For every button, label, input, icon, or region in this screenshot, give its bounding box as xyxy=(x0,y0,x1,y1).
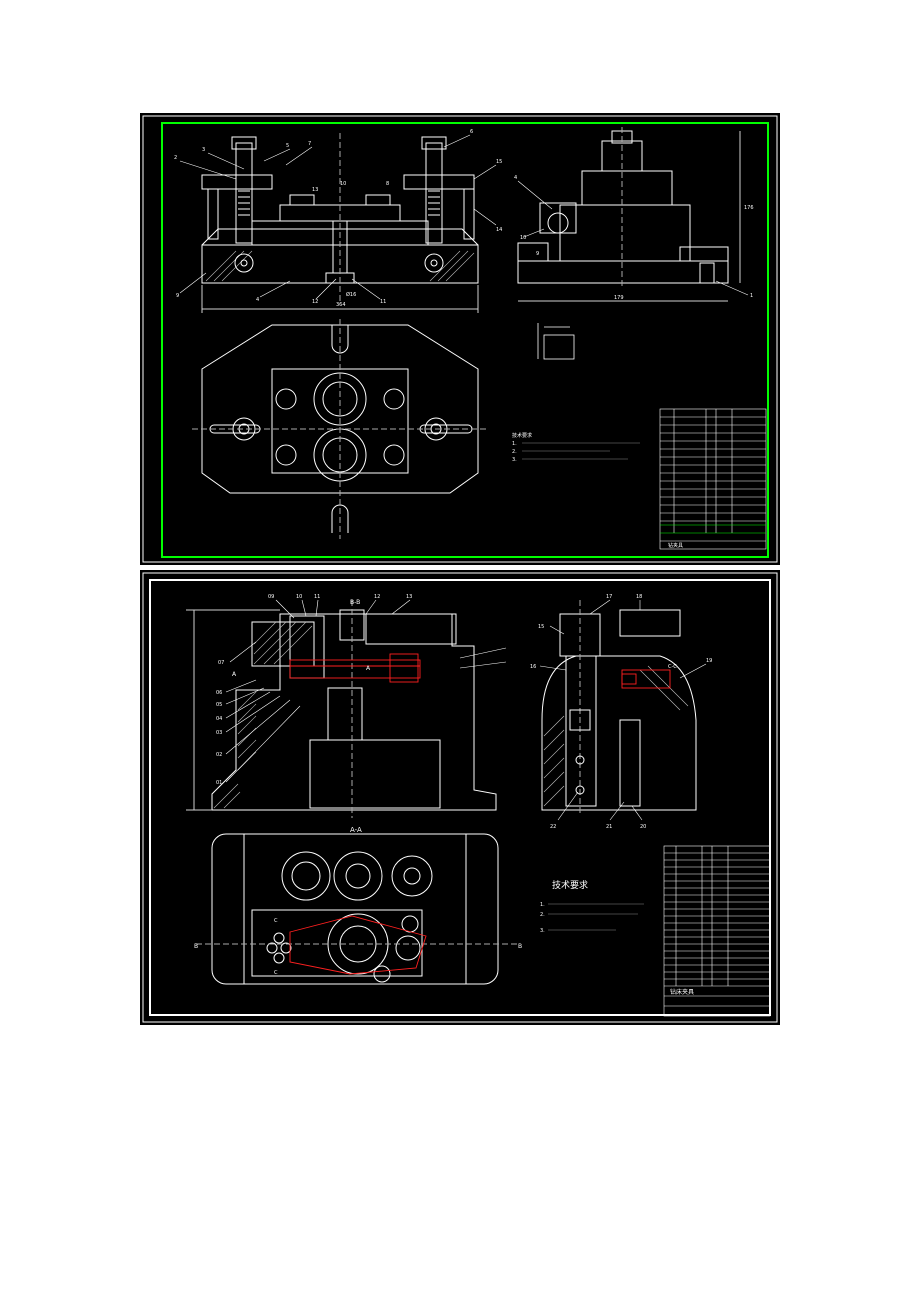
balloon-07: 07 xyxy=(218,660,224,666)
hidden-lines-top xyxy=(289,915,427,975)
balloon-11: 11 xyxy=(314,594,320,600)
arrow-a-label: A xyxy=(232,671,237,678)
balloon-6: 6 xyxy=(470,129,473,135)
hidden-lines-front xyxy=(289,653,421,683)
tech-line-2b: 2. xyxy=(540,912,545,918)
left-column xyxy=(235,142,253,244)
balloon-4: 4 xyxy=(256,297,259,303)
title-block-1-name: 钻夹具 xyxy=(668,542,683,549)
balloon-9: 9 xyxy=(176,293,179,299)
balloon-02: 02 xyxy=(216,752,222,758)
outer-frame-2 xyxy=(142,572,778,1023)
inner-frame xyxy=(161,122,769,558)
balloon-13: 13 xyxy=(312,187,318,193)
hatching-side xyxy=(543,665,689,807)
balloon-13: 13 xyxy=(406,594,412,600)
tech-title-2: 技术要求 xyxy=(552,879,588,891)
balloon-r1: 1 xyxy=(750,293,753,299)
balloon-2: 2 xyxy=(174,155,177,161)
balloon-05: 05 xyxy=(216,702,222,708)
top-view xyxy=(192,319,488,539)
balloon-04: 04 xyxy=(216,716,222,722)
balloon-r4: 4 xyxy=(514,175,517,181)
balloon-21: 21 xyxy=(606,824,612,830)
right-column xyxy=(425,142,443,244)
balloon-8: 8 xyxy=(386,181,389,187)
arrow-b-right: B xyxy=(518,943,522,950)
drawing-2-canvas: A-A B-B A A 09 10 11 12 13 07 06 05 04 0… xyxy=(142,572,778,1023)
tech-line-2c: 3. xyxy=(540,928,545,934)
balloon-19: 19 xyxy=(706,658,712,664)
arrow-c-bottom: C xyxy=(274,970,278,976)
tech-lines-2-marks xyxy=(548,903,644,931)
leaders-1 xyxy=(179,134,497,300)
tech-lines-1-marks xyxy=(522,442,640,460)
front-section-view xyxy=(186,600,497,818)
balloon-18: 18 xyxy=(636,594,642,600)
arrow-a2-label: A xyxy=(366,665,371,672)
balloon-17: 17 xyxy=(606,594,612,600)
tech-line-1a: 1. xyxy=(512,441,517,447)
drawing-sheet-1: 364 Ø16 2 3 5 7 15 10 8 6 14 13 4 12 11 … xyxy=(140,113,780,565)
drawing-sheet-2: A-A B-B A A 09 10 11 12 13 07 06 05 04 0… xyxy=(140,570,780,1025)
dim-overall-width: 364 xyxy=(336,302,346,308)
drawing-1-canvas: 364 Ø16 2 3 5 7 15 10 8 6 14 13 4 12 11 … xyxy=(142,115,778,563)
balloon-11: 11 xyxy=(380,299,386,305)
tech-title-1: 技术要求 xyxy=(512,432,532,439)
balloon-06: 06 xyxy=(216,690,222,696)
leaders-2 xyxy=(225,599,507,783)
section-aa-label: A-A xyxy=(350,826,362,834)
balloon-20: 20 xyxy=(640,824,646,830)
section-bb-label: B-B xyxy=(350,599,360,606)
balloon-12: 12 xyxy=(312,299,318,305)
balloon-12: 12 xyxy=(374,594,380,600)
balloon-r10: 10 xyxy=(520,235,526,241)
side-section-view xyxy=(541,600,697,816)
balloon-14: 14 xyxy=(496,227,502,233)
dim-bore: Ø16 xyxy=(346,291,356,298)
dim-right-width: 179 xyxy=(614,295,624,301)
tech-line-1b: 2. xyxy=(512,449,517,455)
arrow-b-left: B xyxy=(194,943,198,950)
side-view xyxy=(517,127,741,302)
leaders-r xyxy=(517,180,749,296)
title-block-2-name: 钻床夹具 xyxy=(670,988,694,996)
parts-list-2 xyxy=(663,845,771,1017)
dim-overall-height: 176 xyxy=(744,205,754,211)
balloon-r9: 9 xyxy=(536,251,539,257)
balloon-15: 15 xyxy=(538,624,544,630)
outer-frame xyxy=(142,115,778,563)
balloon-22: 22 xyxy=(550,824,556,830)
balloon-01: 01 xyxy=(216,780,222,786)
top-view-2 xyxy=(196,833,518,985)
section-cc-label: C-C xyxy=(668,664,677,670)
inner-frame-2 xyxy=(149,579,771,1016)
balloon-10: 10 xyxy=(340,181,346,187)
leaders-side xyxy=(539,599,707,821)
balloon-10: 10 xyxy=(296,594,302,600)
tech-line-2a: 1. xyxy=(540,902,545,908)
balloon-09: 09 xyxy=(268,594,274,600)
tech-line-1c: 3. xyxy=(512,457,517,463)
hatching-front xyxy=(213,621,313,809)
detail-symbol xyxy=(537,323,575,360)
balloon-3: 3 xyxy=(202,147,205,153)
balloon-5: 5 xyxy=(286,143,289,149)
front-view xyxy=(201,133,479,313)
parts-list-1 xyxy=(659,408,767,550)
balloon-03: 03 xyxy=(216,730,222,736)
balloon-16: 16 xyxy=(530,664,536,670)
balloon-15: 15 xyxy=(496,159,502,165)
arrow-c-top: C xyxy=(274,918,278,924)
hidden-lines-side xyxy=(621,669,671,689)
balloon-7: 7 xyxy=(308,141,311,147)
